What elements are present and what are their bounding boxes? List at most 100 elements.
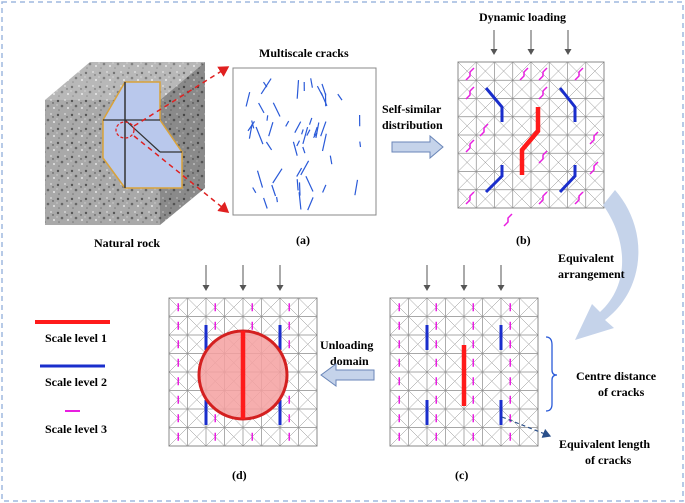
grid-diagonal <box>512 61 532 81</box>
grid-diagonal <box>482 427 502 447</box>
micro-crack <box>285 120 290 127</box>
grid-diagonal <box>408 427 428 447</box>
grid-diagonal <box>530 80 550 99</box>
panel-d-cracks <box>177 303 290 441</box>
grid-diagonal <box>445 408 465 428</box>
grid-diagonal <box>585 98 605 117</box>
grid-diagonal <box>585 80 605 99</box>
micro-crack <box>300 160 310 176</box>
grid-diagonal <box>445 353 465 373</box>
legend-label-3: Scale level 3 <box>45 422 107 436</box>
grid-diagonal <box>482 334 502 354</box>
micro-crack <box>322 184 327 193</box>
micro-crack <box>263 81 268 88</box>
grid-diagonal <box>482 316 502 336</box>
scale-3-crack <box>519 67 529 81</box>
dynamic-loading-title: Dynamic loading <box>479 10 566 24</box>
grid-diagonal <box>187 334 207 354</box>
grid-diagonal <box>567 134 586 154</box>
arrow-c-to-d <box>320 363 375 387</box>
micro-crack <box>313 126 318 136</box>
grid-diagonal <box>549 171 568 190</box>
grid-diagonal <box>445 316 465 336</box>
grid-diagonal <box>519 316 539 336</box>
grid-diagonal <box>482 408 502 428</box>
scale-3-crack <box>574 191 584 205</box>
micro-crack <box>252 187 257 194</box>
centre-distance-label-2: of cracks <box>598 385 645 399</box>
micro-crack <box>320 92 328 107</box>
scale-3-crack <box>574 67 584 81</box>
grid-diagonal <box>567 80 586 99</box>
grid-diagonal <box>519 297 539 317</box>
micro-crack <box>321 133 327 152</box>
scale-3-crack <box>465 191 475 205</box>
micro-crack <box>268 122 274 137</box>
grid-diagonal <box>494 171 513 190</box>
grid-diagonal <box>445 334 465 354</box>
panel-a-label: (a) <box>296 233 310 247</box>
grid-diagonal <box>298 427 318 447</box>
micro-crack <box>354 179 359 196</box>
grid-diagonal <box>512 134 532 154</box>
grid-diagonal <box>445 297 465 317</box>
grid-diagonal <box>187 408 207 428</box>
scale-2-crack-b2 <box>558 87 577 122</box>
micro-crack <box>296 80 300 99</box>
micro-crack <box>313 132 318 139</box>
grid-diagonal <box>457 61 477 81</box>
grid-diagonal <box>476 61 495 81</box>
grid-diagonal <box>567 153 586 172</box>
grid-diagonal <box>549 134 568 154</box>
panel-b-cracks <box>465 67 599 227</box>
scale-3-crack <box>503 213 513 227</box>
grid-diagonal <box>494 98 513 117</box>
micro-crack <box>265 141 273 151</box>
grid-diagonal <box>494 61 513 81</box>
scale-3-crack <box>589 131 599 145</box>
scale-3-crack <box>538 191 548 205</box>
grid-diagonal <box>445 371 465 391</box>
micro-crack <box>296 167 303 177</box>
grid-diagonal <box>298 353 318 373</box>
grid-diagonal <box>567 116 586 136</box>
micro-crack <box>271 184 277 197</box>
scale-3-crack <box>465 86 475 100</box>
scale-3-crack <box>465 67 475 81</box>
grid-diagonal <box>494 189 513 209</box>
grid-diagonal <box>585 171 605 190</box>
scale-3-crack <box>479 123 489 137</box>
grid-diagonal <box>530 134 550 154</box>
grid-diagonal <box>549 98 568 117</box>
scale-3-crack <box>538 86 548 100</box>
micro-crack <box>359 141 362 148</box>
grid-diagonal <box>408 297 428 317</box>
scale-2-crack-b4 <box>558 165 577 194</box>
arrow-b-to-c <box>575 190 639 340</box>
grid-diagonal <box>408 353 428 373</box>
legend: Scale level 1 Scale level 2 Scale level … <box>35 320 110 436</box>
grid-diagonal <box>408 371 428 391</box>
micro-crack <box>245 91 251 107</box>
micro-crack <box>248 124 253 139</box>
grid-diagonal <box>476 98 495 117</box>
legend-label-1: Scale level 1 <box>45 331 107 345</box>
grid-diagonal <box>224 427 244 447</box>
grid-diagonal <box>298 297 318 317</box>
micro-crack <box>272 168 283 184</box>
grid-diagonal <box>261 427 281 447</box>
grid-diagonal <box>445 390 465 410</box>
micro-crack <box>276 196 278 203</box>
grid-diagonal <box>476 153 495 172</box>
micro-crack <box>298 192 302 210</box>
grid-diagonal <box>408 316 428 336</box>
grid-diagonal <box>482 390 502 410</box>
grid-diagonal <box>519 334 539 354</box>
grid-diagonal <box>457 116 477 136</box>
grid-diagonal <box>261 316 281 336</box>
micro-crack <box>247 121 255 132</box>
grid-diagonal <box>585 189 605 209</box>
grid-diagonal <box>298 390 318 410</box>
